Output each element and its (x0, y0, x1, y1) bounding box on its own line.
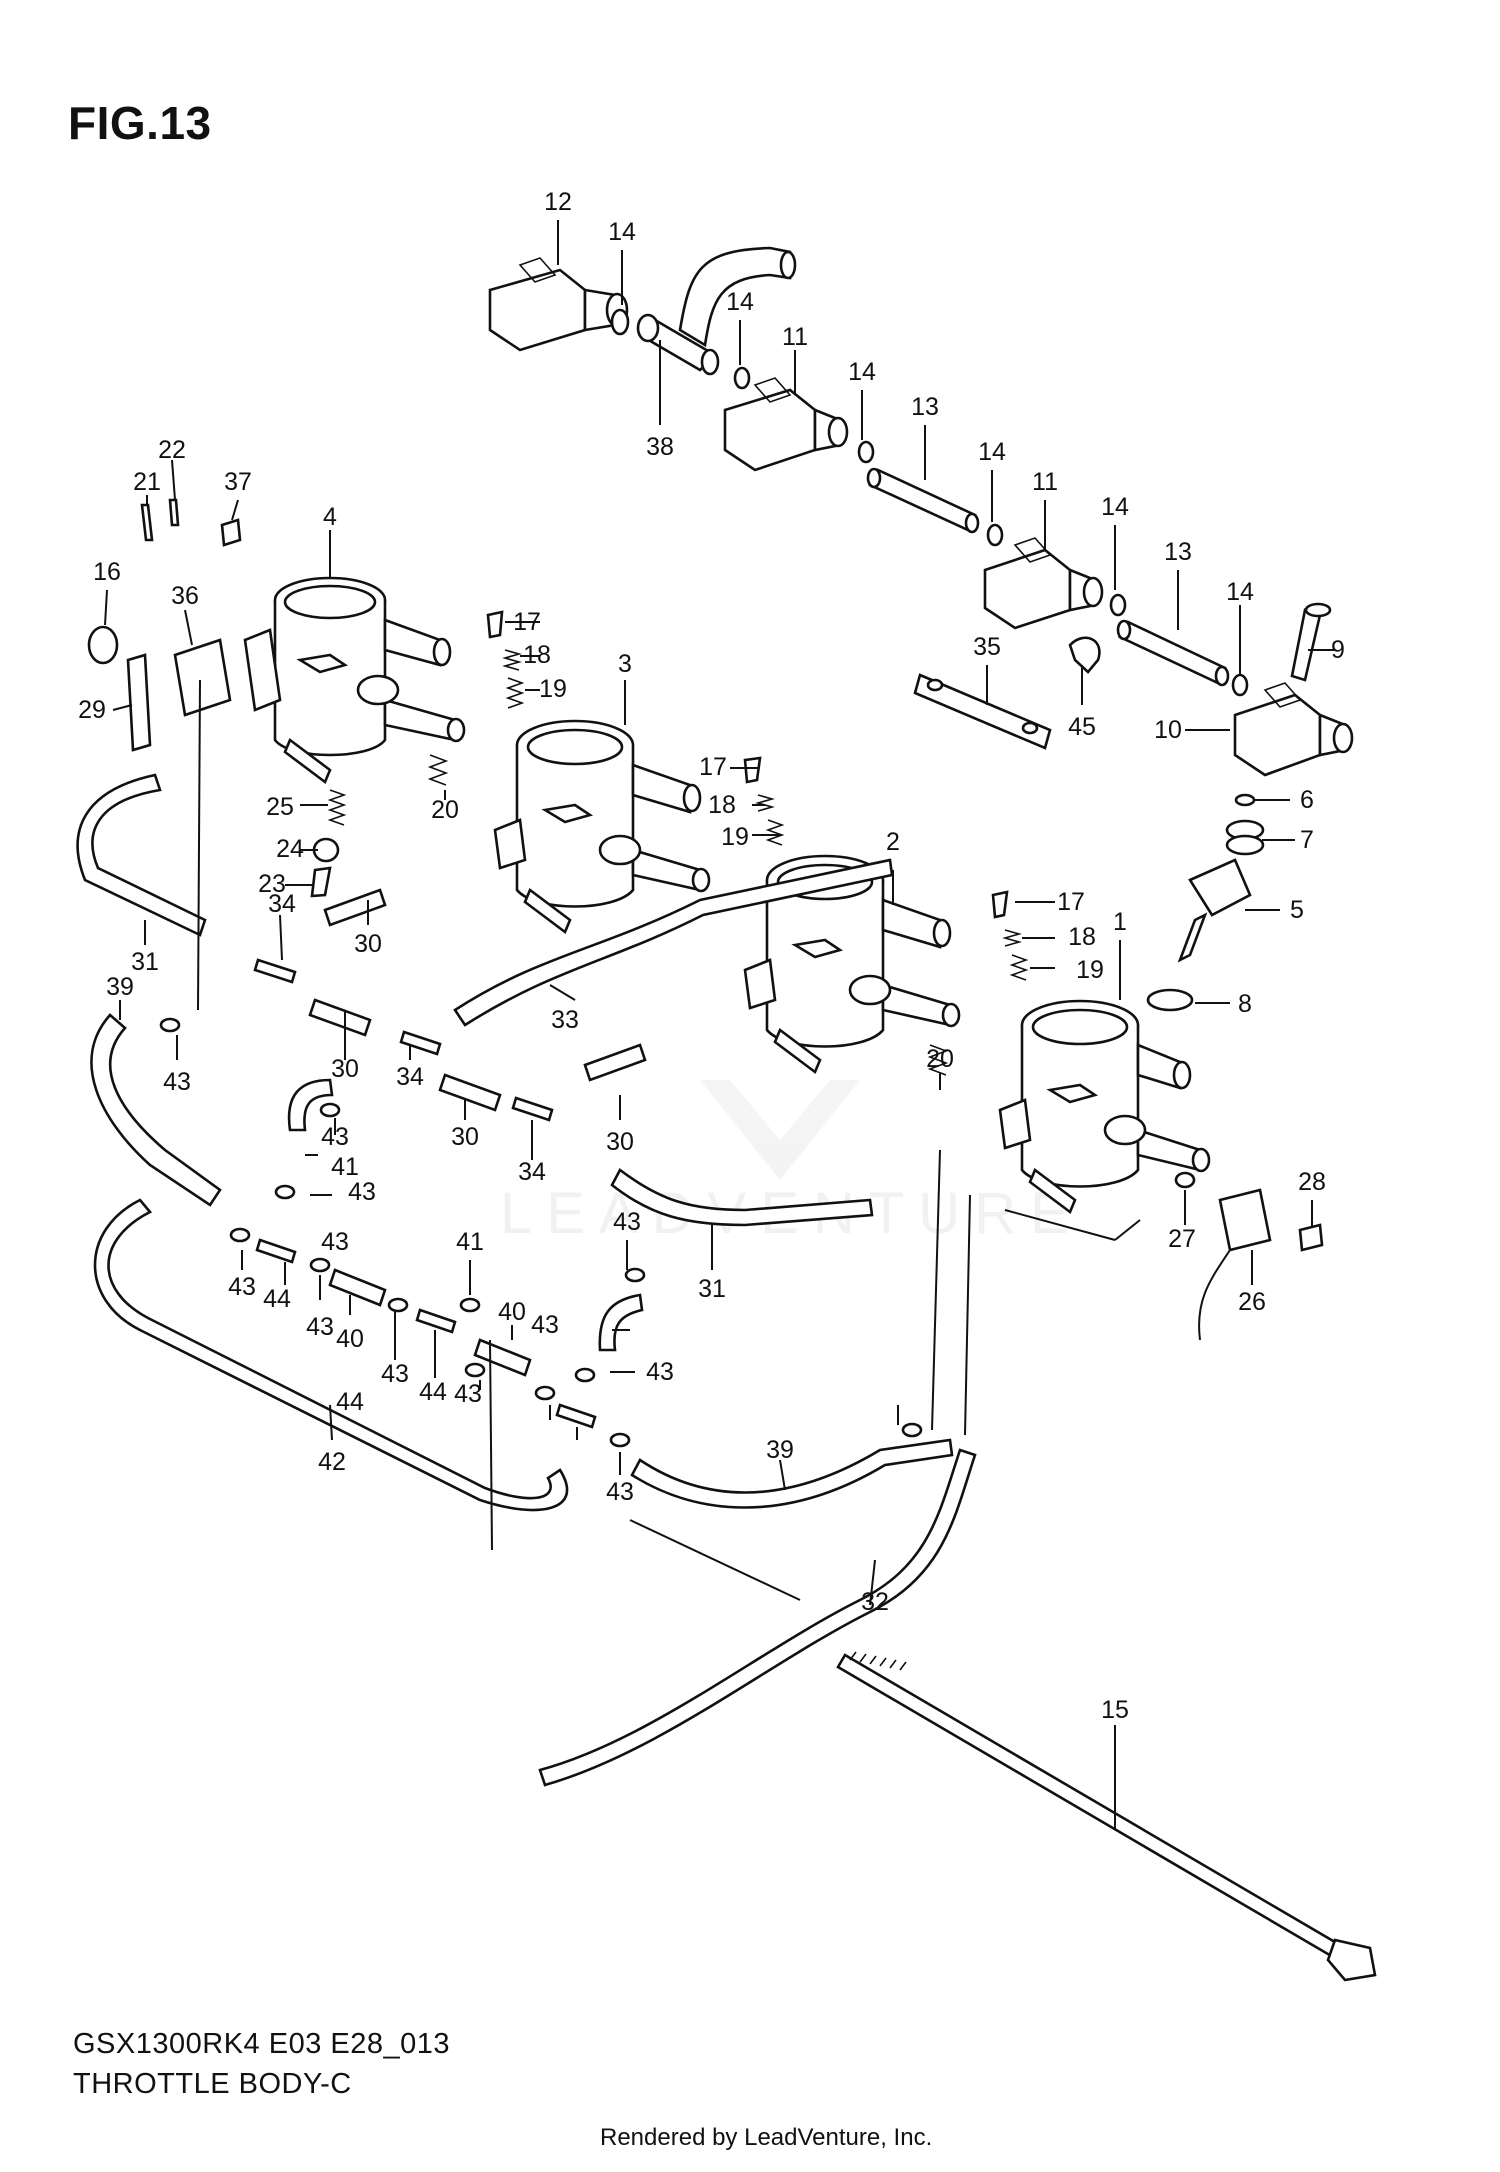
callout-30: 30 (451, 1123, 479, 1151)
callout-43: 43 (306, 1313, 334, 1341)
callout-4: 4 (323, 503, 337, 531)
throttle-body-3 (493, 719, 711, 935)
callout-24: 24 (276, 835, 304, 863)
callout-18: 18 (523, 641, 551, 669)
long-bolt (836, 1651, 1377, 1982)
callout-7: 7 (1300, 826, 1314, 854)
callout-43: 43 (228, 1273, 256, 1301)
callout-40: 40 (336, 1325, 364, 1353)
callout-43: 43 (531, 1311, 559, 1339)
callout-42: 42 (318, 1448, 346, 1476)
callout-41: 41 (331, 1153, 359, 1181)
callout-43: 43 (381, 1360, 409, 1388)
callout-14: 14 (978, 438, 1006, 466)
callout-43: 43 (454, 1380, 482, 1408)
callout-19: 19 (721, 823, 749, 851)
callout-9: 9 (1331, 636, 1345, 664)
callout-43: 43 (646, 1358, 674, 1386)
callout-39: 39 (766, 1436, 794, 1464)
callout-23: 23 (258, 870, 286, 898)
callout-36: 36 (171, 582, 199, 610)
callout-11: 11 (782, 323, 808, 351)
callout-44: 44 (336, 1388, 364, 1416)
figure-title: FIG.13 (68, 97, 212, 149)
callout-28: 28 (1298, 1168, 1326, 1196)
callout-30: 30 (606, 1128, 634, 1156)
callout-8: 8 (1238, 990, 1252, 1018)
callout-25: 25 (266, 793, 294, 821)
model-code: GSX1300RK4 E03 E28_013 (73, 2028, 450, 2060)
throttle-body-4 (243, 576, 466, 785)
callout-18: 18 (708, 791, 736, 819)
callout-33: 33 (551, 1006, 579, 1034)
callout-16: 16 (93, 558, 121, 586)
callout-15: 15 (1101, 1696, 1129, 1724)
callout-43: 43 (613, 1208, 641, 1236)
callout-30: 30 (331, 1055, 359, 1083)
callout-10: 10 (1154, 716, 1182, 744)
callout-20: 20 (926, 1045, 954, 1073)
callout-27: 27 (1168, 1225, 1196, 1253)
callout-14: 14 (848, 358, 876, 386)
callout-37: 37 (224, 468, 252, 496)
callout-18: 18 (1068, 923, 1096, 951)
callout-34: 34 (396, 1063, 424, 1091)
callout-19: 19 (539, 675, 567, 703)
callout-34: 34 (518, 1158, 546, 1186)
callout-3: 3 (618, 650, 632, 678)
callout-41: 41 (456, 1228, 484, 1256)
callout-44: 44 (419, 1378, 447, 1406)
callout-43: 43 (321, 1123, 349, 1151)
callout-13: 13 (1164, 538, 1192, 566)
footer-credit: Rendered by LeadVenture, Inc. (600, 2124, 933, 2151)
callout-39: 39 (106, 973, 134, 1001)
callout-43: 43 (606, 1478, 634, 1506)
callout-44: 44 (263, 1285, 291, 1313)
callout-14: 14 (1101, 493, 1129, 521)
callout-14: 14 (726, 288, 754, 316)
callout-34: 34 (268, 890, 296, 918)
callout-40: 40 (498, 1298, 526, 1326)
throttle-hardware (87, 498, 1324, 1341)
callout-43: 43 (321, 1228, 349, 1256)
callout-6: 6 (1300, 786, 1314, 814)
callout-19: 19 (1076, 956, 1104, 984)
callout-12: 12 (544, 188, 572, 216)
callout-11: 11 (1032, 468, 1058, 496)
callout-32: 32 (861, 1588, 889, 1616)
callout-13: 13 (911, 393, 939, 421)
callout-5: 5 (1290, 896, 1304, 924)
callout-26: 26 (1238, 1288, 1266, 1316)
callout-31: 31 (698, 1275, 726, 1303)
callout-38: 38 (646, 433, 674, 461)
callout-22: 22 (158, 436, 186, 464)
callout-14: 14 (608, 218, 636, 246)
callout-2: 2 (886, 828, 900, 856)
diagram-name: THROTTLE BODY-C (73, 2068, 352, 2100)
callout-35: 35 (973, 633, 1001, 661)
callout-17: 17 (513, 608, 541, 636)
callout-17: 17 (1057, 888, 1085, 916)
callout-30: 30 (354, 930, 382, 958)
callout-1: 1 (1113, 908, 1127, 936)
vacuum-hoses (76, 773, 977, 1787)
leader-lines (104, 220, 1335, 1830)
callout-31: 31 (131, 948, 159, 976)
callout-29: 29 (78, 696, 106, 724)
callout-43: 43 (348, 1178, 376, 1206)
callout-45: 45 (1068, 713, 1096, 741)
callout-21: 21 (133, 468, 161, 496)
callout-43: 43 (163, 1068, 191, 1096)
throttle-body-1 (998, 999, 1211, 1215)
callout-14: 14 (1226, 578, 1254, 606)
callout-17: 17 (699, 753, 727, 781)
callout-20: 20 (431, 796, 459, 824)
